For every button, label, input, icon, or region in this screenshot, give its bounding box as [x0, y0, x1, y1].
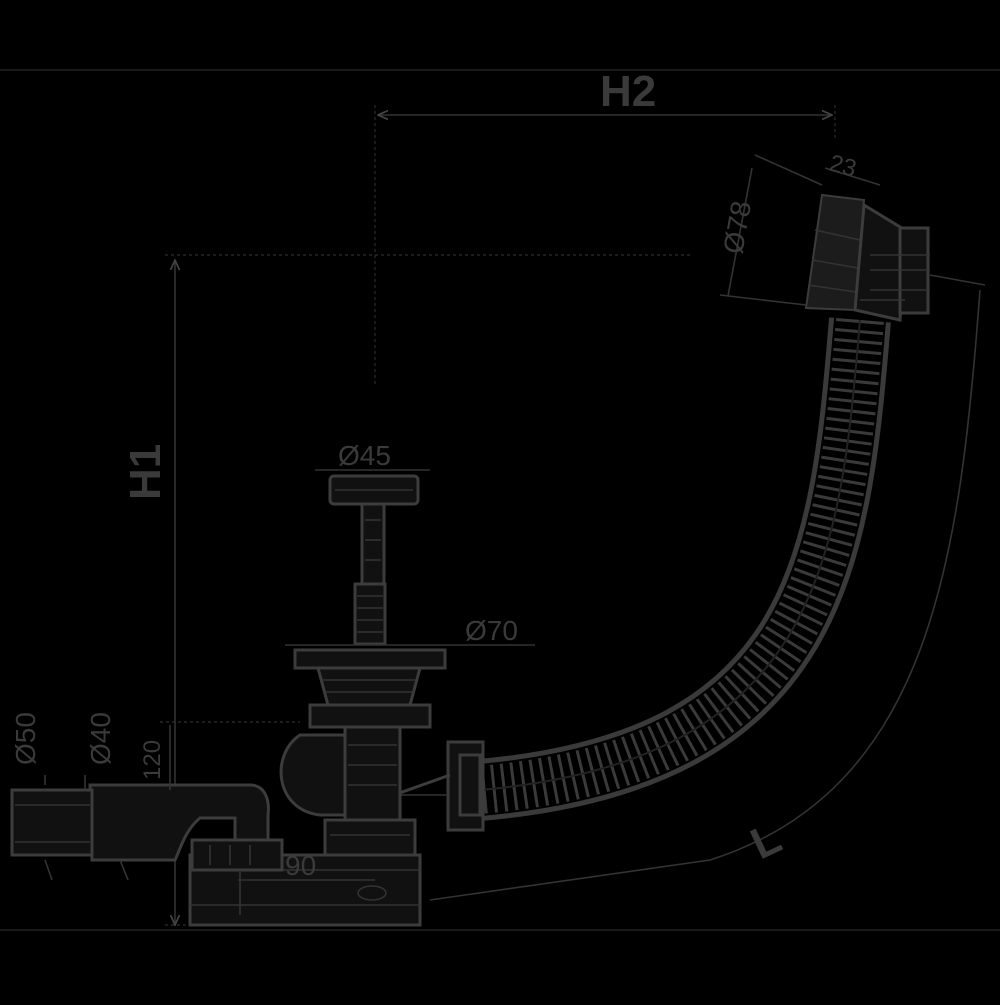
d70-label: Ø70 — [465, 615, 518, 646]
d120-dimension: 120 — [139, 721, 300, 790]
h2-dimension: H2 — [374, 67, 836, 385]
d78-label: Ø78 — [717, 199, 757, 257]
h1-label: H1 — [121, 444, 170, 500]
d45-label: Ø45 — [338, 440, 391, 471]
d120-label: 120 — [139, 740, 166, 780]
d50-label: Ø50 — [10, 712, 41, 765]
d40-label: Ø40 — [85, 712, 116, 765]
plug-assembly: Ø45 — [315, 440, 430, 646]
d90-dimension: 90 — [238, 850, 375, 915]
overflow-head: Ø78 23 — [717, 150, 930, 322]
d90-label: 90 — [285, 850, 316, 881]
corrugated-hose — [379, 317, 891, 832]
l-label: L — [744, 813, 789, 869]
outlet-pipe: Ø50 Ø40 — [10, 712, 284, 881]
h2-label: H2 — [600, 67, 656, 116]
